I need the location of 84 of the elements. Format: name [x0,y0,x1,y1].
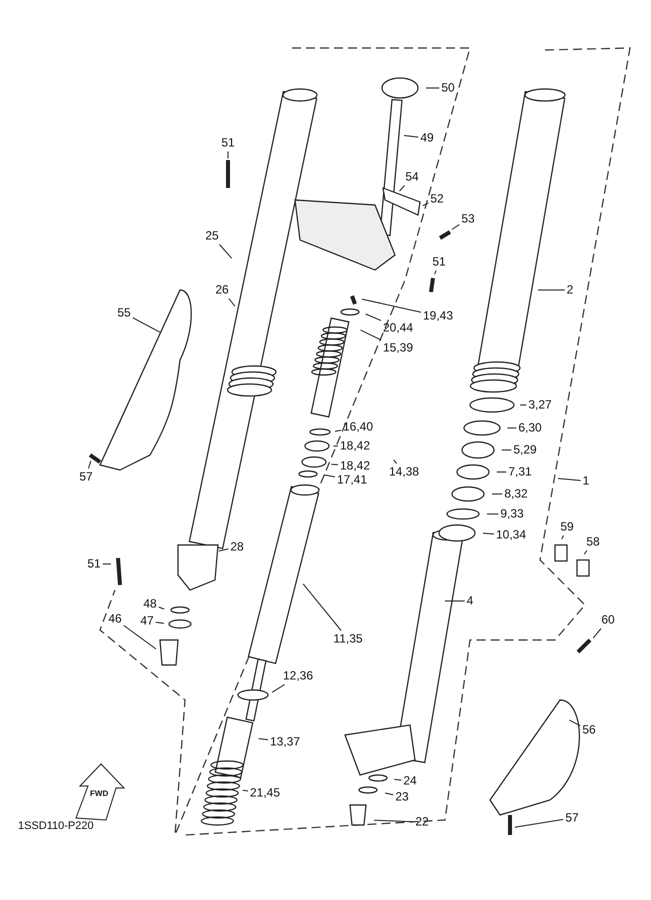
callout-number: 15,39 [382,342,414,354]
callout-number: 55 [117,306,131,320]
callout-number: 25 [205,230,219,242]
leader-line [399,185,405,192]
callout-number: 56 [582,724,596,736]
leader-line [393,459,398,464]
callout-number: 24 [403,774,417,788]
callout-number: 5,29 [513,444,537,456]
callout-number: 3,27 [528,398,552,412]
leader-line [569,720,581,726]
callout-number: 49 [420,132,434,144]
leader-line [88,460,92,469]
callout-number: 8,32 [504,488,528,500]
leader-line [520,404,527,406]
callout-number: 51 [87,558,101,570]
callout-number: 22 [415,816,429,828]
leader-line [514,818,564,828]
callout-number: 52 [430,192,444,206]
leader-line [123,624,156,650]
leader-line [384,792,394,796]
callout-number: 21,45 [250,786,280,800]
leader-line [158,606,165,610]
leader-line [561,535,564,540]
callout-number: 9,33 [500,508,524,520]
leader-line [361,298,422,313]
callout-number: 23 [395,790,409,804]
callout-number: 59 [560,520,574,534]
callout-number: 48 [143,598,157,610]
leader-line [444,600,466,602]
diagram-code: 1SSD110-P220 [18,820,94,832]
callout-number: 16,40 [342,420,374,434]
leader-line [558,478,582,481]
leader-line [219,244,232,259]
callout-number: 19,43 [422,310,454,322]
leader-line [451,224,460,230]
callout-number: 53 [461,212,475,226]
callout-number: 47 [140,614,154,628]
leader-line [360,330,382,340]
callout-number: 4 [466,594,474,608]
callout-number: 6,30 [518,422,542,434]
callout-number: 26 [215,284,229,296]
callout-number: 50 [441,82,455,94]
callout-number: 54 [405,170,419,184]
callout-number: 13,37 [270,736,300,748]
callout-number: 51 [432,256,446,268]
leader-line [482,532,494,534]
callout-number: 12,36 [282,670,314,682]
callout-number: 46 [108,612,122,626]
callout-number: 10,34 [496,528,526,542]
callout-number: 14,38 [388,466,420,478]
callout-number: 60 [601,614,615,626]
leader-line [330,464,338,466]
callout-number: 51 [221,136,235,150]
callout-number: 28 [230,540,244,554]
callout-number: 1 [582,474,590,488]
leader-line [422,202,429,206]
callout-number: 18,42 [340,440,370,452]
leader-line [404,135,419,138]
callout-number: 11,35 [333,632,363,646]
leader-line [434,270,436,275]
leader-line [394,778,402,781]
leader-line [584,550,588,555]
leader-line [374,820,414,822]
callout-number: 2 [566,284,574,296]
callout-number: 17,41 [336,474,368,486]
leader-line [365,314,382,322]
callout-number: 57 [565,812,579,824]
leader-line [228,298,236,307]
leader-line [302,583,342,631]
callout-number: 57 [79,470,93,484]
leader-line [258,738,268,740]
callout-number: 58 [586,536,600,548]
leader-line [272,684,286,693]
callout-number: 18,42 [340,460,370,472]
leader-line [323,474,336,478]
leader-line [155,622,164,624]
direction-label: FWD [90,789,108,798]
leader-line [334,430,342,432]
leader-line [132,317,162,334]
callout-number: 20,44 [382,322,414,334]
leader-line [592,628,602,639]
callout-number: 7,31 [508,466,532,478]
leader-line [218,548,229,552]
leader-line [242,790,248,792]
